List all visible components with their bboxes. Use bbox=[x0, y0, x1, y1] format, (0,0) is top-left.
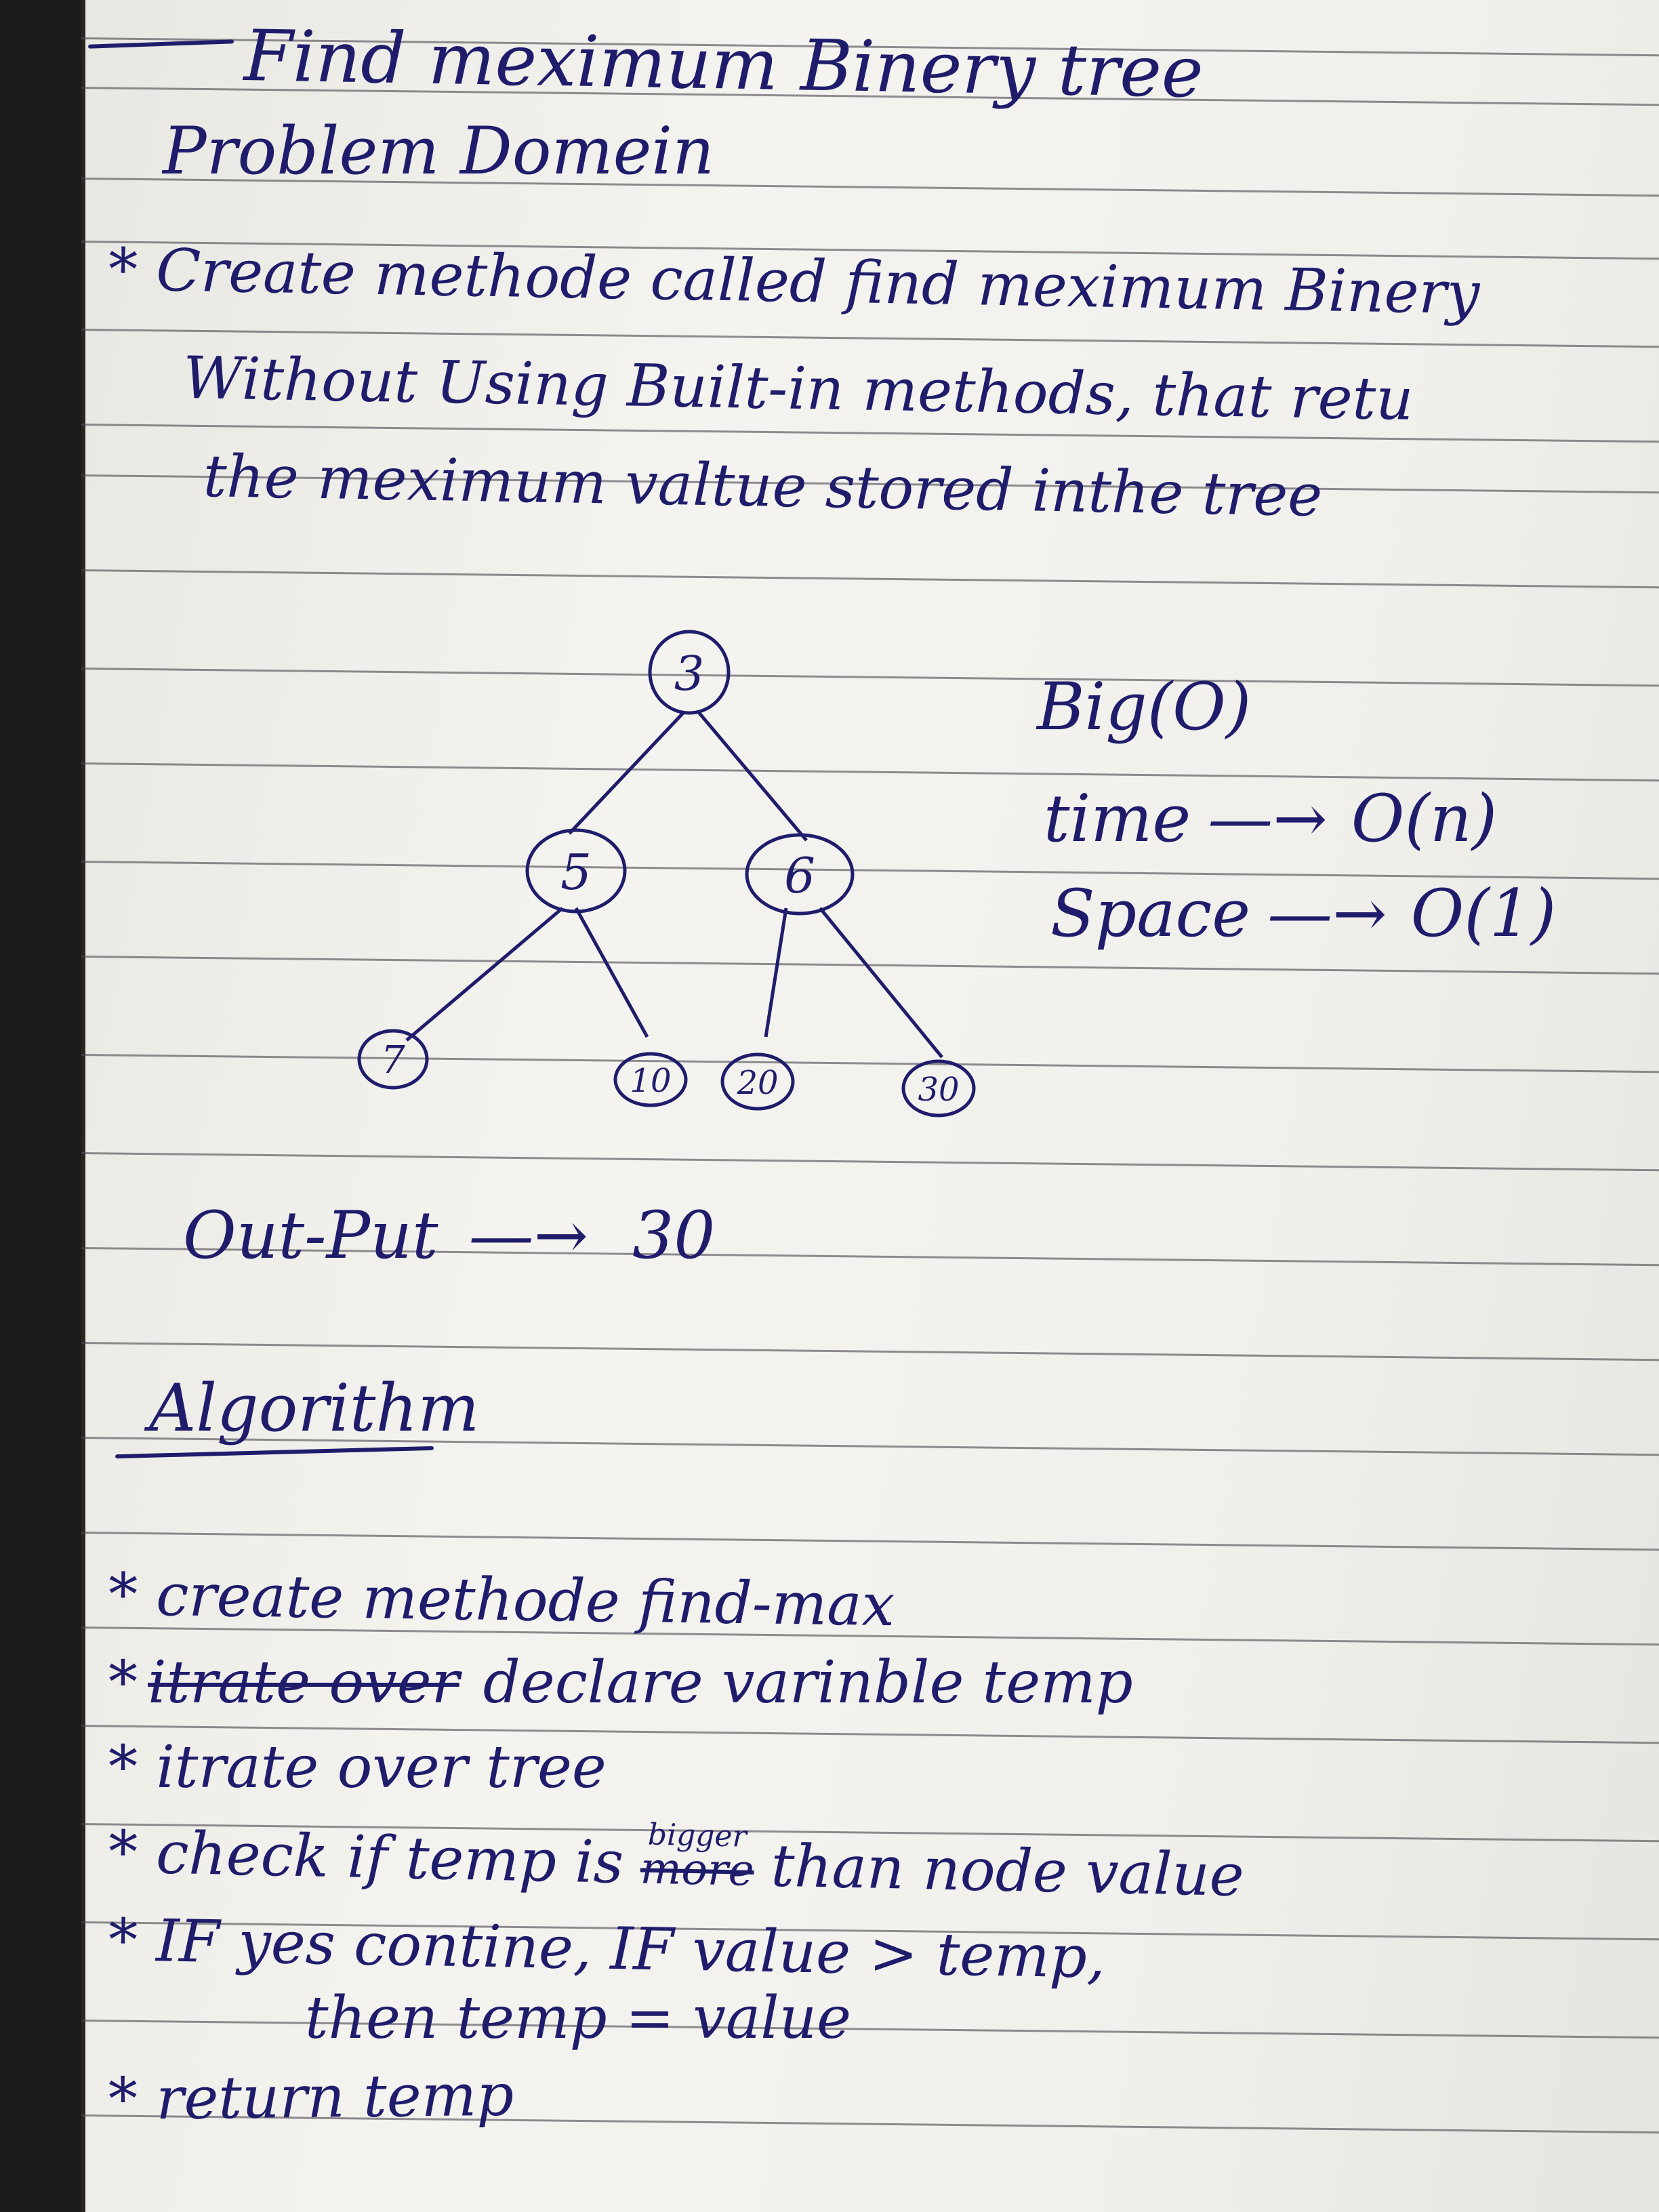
svg-text:7: 7 bbox=[381, 1038, 405, 1082]
svg-text:5: 5 bbox=[560, 844, 592, 901]
svg-text:10: 10 bbox=[630, 1062, 671, 1100]
svg-text:6: 6 bbox=[784, 847, 815, 904]
struck-text: itrate over bbox=[148, 1649, 459, 1717]
algorithm-heading: Algorithm bbox=[149, 1370, 480, 1446]
title-dash bbox=[87, 39, 234, 49]
correction: more bigger bbox=[640, 1818, 754, 1896]
problem-domain-heading: Problem Domein bbox=[163, 113, 714, 189]
space-complexity-row: Space —→ O(1) bbox=[1050, 881, 1556, 946]
page-title: Find meximum Binery tree bbox=[243, 14, 1204, 114]
arrow-icon: —→ bbox=[1267, 876, 1387, 951]
ruled-line bbox=[81, 424, 1659, 443]
ruled-line bbox=[81, 1342, 1659, 1361]
tree-node-left-right: 10 bbox=[613, 1052, 688, 1107]
space-value: O(1) bbox=[1410, 876, 1557, 951]
tree-node-right: 6 bbox=[745, 833, 855, 916]
edge-left-leftleft bbox=[405, 907, 564, 1042]
algorithm-step: * return temp bbox=[108, 2061, 514, 2133]
time-complexity-row: time —→ O(n) bbox=[1044, 786, 1497, 851]
output-value: 30 bbox=[632, 1197, 716, 1273]
output-row: Out-Put —→ 30 bbox=[183, 1203, 715, 1268]
space-label: Space bbox=[1050, 876, 1251, 951]
binary-tree-diagram: 3 5 6 7 10 20 30 bbox=[357, 630, 976, 1118]
edge-root-left bbox=[568, 710, 686, 835]
output-label: Out-Put bbox=[183, 1197, 438, 1273]
algorithm-step: * itrate over tree bbox=[108, 1734, 607, 1801]
arrow-icon: —→ bbox=[468, 1197, 589, 1273]
time-label: time bbox=[1044, 781, 1191, 857]
tree-node-root: 3 bbox=[648, 630, 731, 715]
ruled-line bbox=[81, 1532, 1659, 1551]
tree-node-right-right: 30 bbox=[901, 1059, 976, 1118]
ruled-line bbox=[81, 329, 1659, 348]
algorithm-step: * create methode find-max bbox=[108, 1561, 895, 1640]
edge-right-rightright bbox=[819, 907, 943, 1059]
svg-text:20: 20 bbox=[736, 1064, 778, 1102]
svg-text:30: 30 bbox=[918, 1071, 959, 1109]
complexity-heading: Big(O) bbox=[1037, 669, 1252, 745]
arrow-icon: —→ bbox=[1208, 781, 1328, 857]
tree-node-left: 5 bbox=[525, 828, 627, 914]
edge-left-leftright bbox=[574, 907, 649, 1038]
step-text: * check if temp is bbox=[107, 1818, 624, 1897]
algorithm-step: * IF yes contine, IF value > temp, bbox=[108, 1906, 1107, 1992]
inserted-word: bigger bbox=[647, 1817, 747, 1854]
time-value: O(n) bbox=[1351, 781, 1498, 857]
edge-root-right bbox=[697, 710, 808, 842]
problem-line: Without Using Built-in methods, that ret… bbox=[182, 344, 1414, 434]
svg-text:3: 3 bbox=[674, 646, 705, 701]
algorithm-underline bbox=[115, 1446, 434, 1459]
algorithm-step: * itrate over declare varinble temp bbox=[108, 1654, 1133, 1712]
notebook-page: Find meximum Binery tree Problem Domein … bbox=[81, 0, 1659, 2212]
ruled-line bbox=[81, 569, 1659, 589]
problem-line: the meximum valtue stored inthe tree bbox=[203, 443, 1324, 530]
tree-node-left-left: 7 bbox=[357, 1029, 429, 1090]
edge-right-rightleft bbox=[764, 907, 788, 1038]
step-bullet: * bbox=[108, 1649, 138, 1717]
algorithm-step-continuation: then temp = value bbox=[305, 1984, 851, 2052]
page-left-edge bbox=[81, 0, 85, 2212]
step-text: than node value bbox=[770, 1832, 1245, 1910]
ruled-line bbox=[81, 1152, 1659, 1172]
tree-node-right-left: 20 bbox=[720, 1052, 795, 1111]
step-text: declare varinble temp bbox=[483, 1649, 1133, 1717]
